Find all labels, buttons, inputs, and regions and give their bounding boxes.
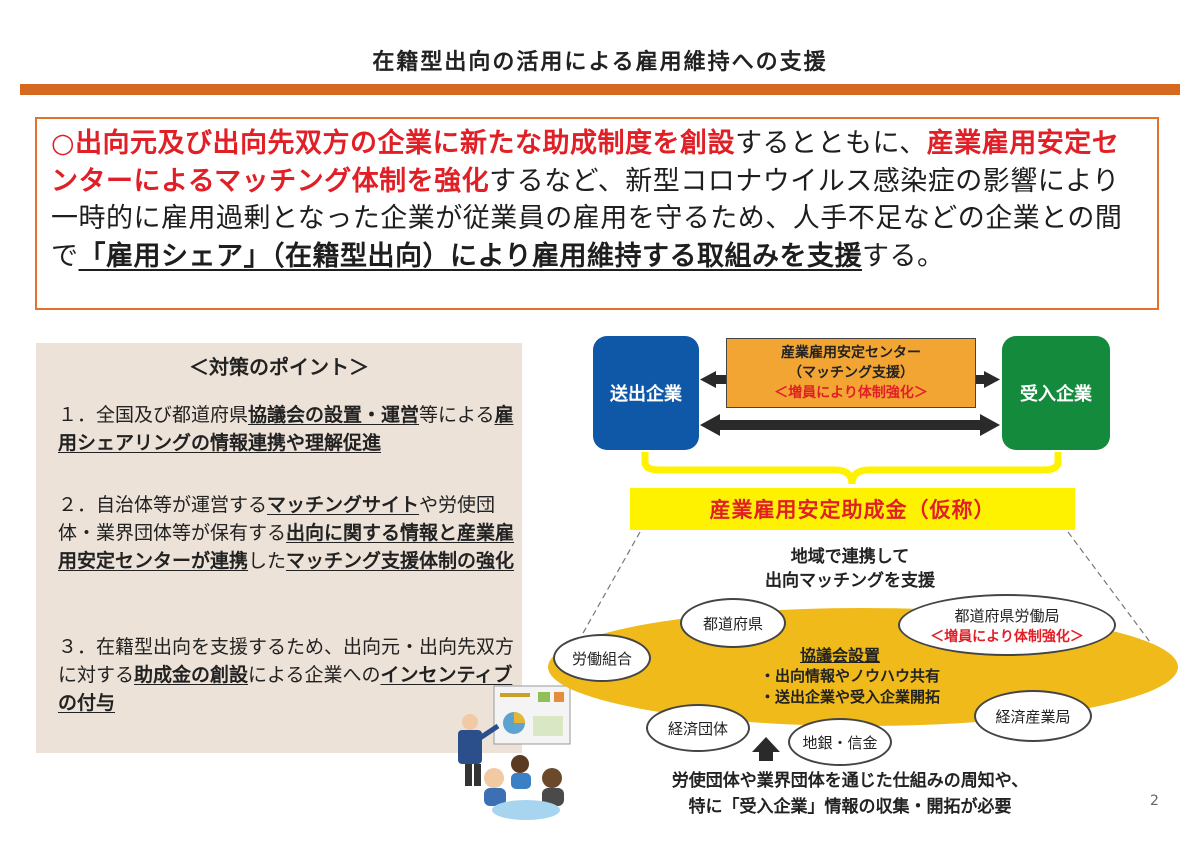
summary-text-4: するなど、新型コロナウイルス感染症の影響により一時的に雇用過剰となった企業が従業… <box>51 165 1123 272</box>
council-item-2: ・送出企業や受入企業開拓 <box>760 688 941 706</box>
summary-box: ○出向元及び出向先双方の企業に新たな助成制度を創設するとともに、産業雇用安定セン… <box>35 117 1159 310</box>
council-text: 協議会設置 ・出向情報やノウハウ共有 ・送出企業や受入企業開拓 <box>740 645 1000 708</box>
node-labor-union: 労働組合 <box>553 634 651 682</box>
center-name: 産業雇用安定センター <box>781 345 921 361</box>
node-economic-org-label: 経済団体 <box>667 719 728 738</box>
council-title: 協議会設置 <box>800 646 881 665</box>
point-2-emphasis-b: 出向に関する情報と産業雇用安定センターが連携 <box>58 522 515 572</box>
circle-bullet: ○ <box>51 128 76 159</box>
dashed-line-right <box>1067 531 1151 643</box>
employment-center-box: 産業雇用安定センター （マッチング支援） ＜増員により体制強化＞ <box>726 338 976 408</box>
points-heading: ＜対策のポイント＞ <box>189 355 369 379</box>
node-prefecture: 都道府県 <box>680 598 786 648</box>
point-2-text-b: や労使団体・業界団体等が保有する <box>58 494 496 544</box>
title-divider <box>20 84 1180 95</box>
point-1-text-a: １．全国及び都道府県 <box>58 404 249 426</box>
policy-points-panel: ＜対策のポイント＞ １．全国及び都道府県協議会の設置・運営等による雇用シェアリン… <box>36 343 522 753</box>
point-3-emphasis-b: インセンティブの付与 <box>58 664 513 714</box>
point-2: ２．自治体等が運営するマッチングサイトや労使団体・業界団体等が保有する出向に関す… <box>58 491 518 575</box>
node-regional-bank: 地銀・信金 <box>788 718 892 766</box>
page-number: 2 <box>1150 793 1159 809</box>
point-3-text-b: による企業への <box>248 664 381 686</box>
point-2-text-c: した <box>248 550 287 572</box>
node-economic-org: 経済団体 <box>646 704 750 752</box>
subsidy-bar: 産業雇用安定助成金（仮称） <box>630 488 1075 530</box>
summary-text: ○出向元及び出向先双方の企業に新たな助成制度を創設するとともに、産業雇用安定セン… <box>51 125 1139 275</box>
node-labor-bureau-note: ＜増員により体制強化＞ <box>930 628 1084 645</box>
double-arrow-lower <box>700 414 1000 436</box>
node-regional-bank-label: 地銀・信金 <box>802 733 878 752</box>
node-labor-bureau-label: 都道府県労働局 <box>954 606 1060 625</box>
summary-highlight-1: 出向元及び出向先双方の企業に新たな助成制度を創設 <box>75 128 736 159</box>
region-line-2: 出向マッチングを支援 <box>765 571 935 591</box>
node-meti-bureau: 経済産業局 <box>974 690 1092 742</box>
council-item-1: ・出向情報やノウハウ共有 <box>760 667 941 685</box>
regional-cooperation-text: 地域で連携して 出向マッチングを支援 <box>690 545 1010 593</box>
summary-highlight-2: 産業雇用安定センターによるマッチング体制を強化 <box>51 128 1120 197</box>
double-arrow-upper <box>700 371 1000 388</box>
up-arrow-icon <box>752 737 780 761</box>
point-1-emphasis-b: 雇用シェアリングの情報連携や理解促進 <box>58 404 514 454</box>
summary-text-2: するとともに、 <box>735 128 927 159</box>
bottom-note-line-1: 労使団体や業界団体を通じた仕組みの周知や、 <box>671 771 1029 791</box>
point-1-emphasis-a: 協議会の設置・運営 <box>248 404 420 426</box>
center-role: （マッチング支援） <box>788 365 914 381</box>
point-1: １．全国及び都道府県協議会の設置・運営等による雇用シェアリングの情報連携や理解促… <box>58 401 518 457</box>
summary-underlined: 「雇用シェア」（在籍型出向）により雇用維持する取組みを支援 <box>78 240 862 272</box>
point-2-emphasis-a: マッチングサイト <box>267 494 420 516</box>
point-3: ３．在籍型出向を支援するため、出向元・出向先双方に対する助成金の創設による企業へ… <box>58 633 518 717</box>
node-labor-union-label: 労働組合 <box>571 649 632 668</box>
dashed-line-left <box>577 531 641 643</box>
region-line-1: 地域で連携して <box>790 547 910 567</box>
node-labor-bureau: 都道府県労働局 ＜増員により体制強化＞ <box>898 594 1116 656</box>
point-1-text-b: 等による <box>419 404 495 426</box>
summary-text-6: する。 <box>861 240 945 272</box>
yellow-bracket <box>641 452 1062 485</box>
bottom-note-line-2: 特に「受入企業」情報の収集・開拓が必要 <box>688 797 1012 817</box>
receiver-company-box: 受入企業 <box>1002 336 1110 450</box>
center-reinforce-note: ＜増員により体制強化＞ <box>774 385 928 401</box>
bottom-note: 労使団体や業界団体を通じた仕組みの周知や、 特に「受入企業」情報の収集・開拓が必… <box>620 768 1080 820</box>
node-meti-bureau-label: 経済産業局 <box>995 707 1071 726</box>
sender-company-box: 送出企業 <box>593 336 699 450</box>
point-3-emphasis-a: 助成金の創設 <box>134 664 249 686</box>
meeting-illustration-icon <box>458 685 571 820</box>
point-2-emphasis-c: マッチング支援体制の強化 <box>286 550 515 572</box>
point-2-text-a: ２．自治体等が運営する <box>58 494 268 516</box>
point-3-text-a: ３．在籍型出向を支援するため、出向元・出向先双方に対する <box>58 636 515 686</box>
node-prefecture-label: 都道府県 <box>702 614 763 633</box>
page-title: 在籍型出向の活用による雇用維持への支援 <box>372 50 828 75</box>
